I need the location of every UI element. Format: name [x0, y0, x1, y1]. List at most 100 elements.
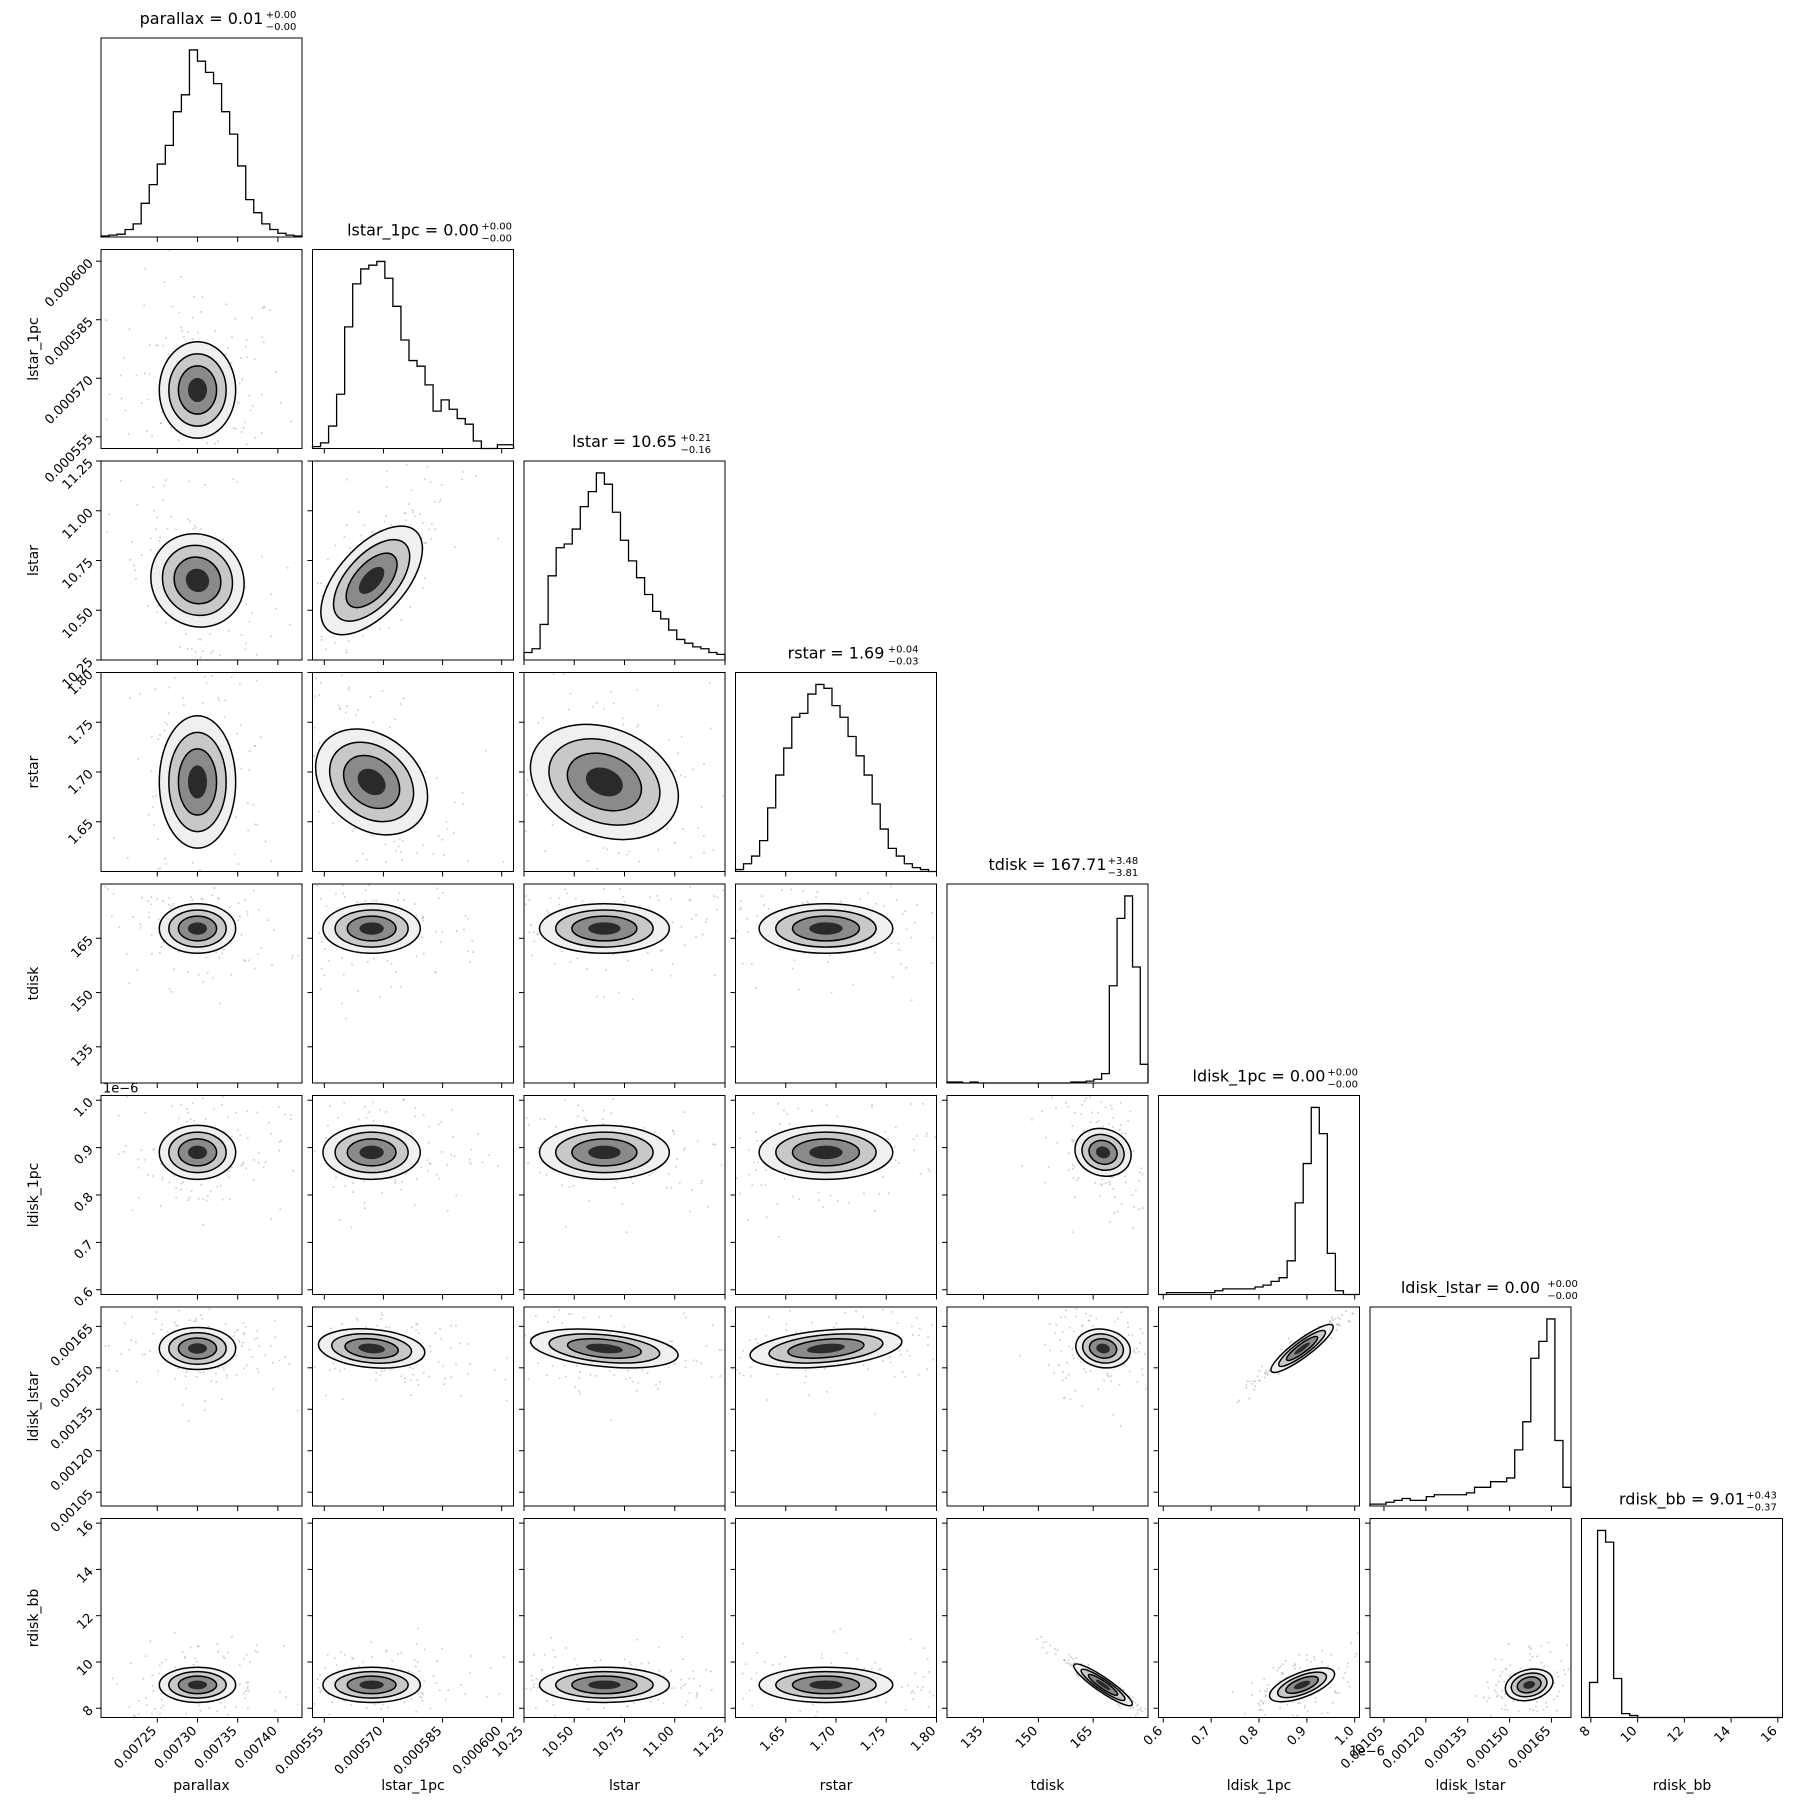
sample-point [202, 1370, 205, 1373]
sample-point [428, 1125, 431, 1128]
sample-point [105, 418, 108, 421]
sample-point [388, 726, 391, 729]
sample-point [135, 1380, 138, 1383]
sample-point [104, 1345, 107, 1348]
sample-point [679, 774, 682, 777]
sample-point [1019, 1354, 1022, 1357]
sample-point [242, 1367, 245, 1370]
sample-point [341, 884, 344, 887]
sample-point [833, 1630, 836, 1633]
x-tick-label: 0.000570 [332, 1724, 386, 1778]
sample-point [376, 1324, 379, 1327]
sample-point [551, 1364, 554, 1367]
sample-point [239, 724, 242, 727]
sample-point [1236, 1400, 1239, 1403]
sample-point [341, 1398, 344, 1401]
sample-point [1081, 1324, 1084, 1327]
y-axis-label-rstar: rstar [26, 755, 42, 788]
sample-point [181, 329, 184, 332]
sample-point [881, 1308, 884, 1311]
sample-point [549, 897, 552, 900]
sample-point [152, 486, 155, 489]
sample-point [1063, 1659, 1066, 1662]
sample-point [414, 1107, 417, 1110]
sample-point [400, 1651, 403, 1654]
sample-point [173, 1666, 176, 1669]
sample-point [1063, 1659, 1066, 1662]
sample-point [421, 844, 424, 847]
sample-point [885, 1701, 888, 1704]
sample-point [1330, 1653, 1333, 1656]
sample-point [1045, 1640, 1048, 1643]
sample-point [348, 686, 351, 689]
sample-point [459, 1394, 462, 1397]
sample-point [170, 515, 173, 518]
sample-point [536, 1146, 539, 1149]
sample-point [1070, 1656, 1073, 1659]
hist-step-lstar [523, 472, 726, 660]
sample-point [346, 705, 349, 708]
sample-point [899, 962, 902, 965]
sample-point [199, 1314, 202, 1317]
sample-point [1321, 1712, 1324, 1715]
sample-point [384, 843, 387, 846]
sample-point [220, 952, 223, 955]
sample-point [455, 1363, 458, 1366]
sample-point [236, 1129, 239, 1132]
sample-point [138, 692, 141, 695]
sample-point [767, 1315, 770, 1318]
sample-point [297, 954, 300, 957]
sample-point [160, 1698, 163, 1701]
sample-point [697, 827, 700, 830]
sample-point [230, 336, 233, 339]
sample-point [1056, 1648, 1059, 1651]
sample-point [385, 485, 388, 488]
density-panel-ldisk_1pc-vs-lstar_1pc [307, 1095, 514, 1300]
sample-point [318, 693, 321, 696]
sample-point [337, 704, 340, 707]
sample-point [464, 1693, 467, 1696]
panel-frame [735, 672, 937, 872]
sample-point [272, 1388, 275, 1391]
sample-point [1110, 1107, 1113, 1110]
sample-point [268, 309, 271, 312]
sample-point [400, 858, 403, 861]
sample-point [247, 1690, 250, 1693]
sample-point [776, 1202, 779, 1205]
sample-point [152, 1148, 155, 1151]
sample-point [905, 966, 908, 969]
sample-point [173, 1174, 176, 1177]
sample-point [312, 755, 315, 758]
sample-point [214, 1372, 217, 1375]
sample-point [684, 1359, 687, 1362]
sample-point [226, 1116, 229, 1119]
sample-point [826, 960, 829, 963]
sample-point [283, 1113, 286, 1116]
sample-point [558, 897, 561, 900]
sample-point [623, 1658, 626, 1661]
sample-point [536, 933, 539, 936]
sample-point [449, 1347, 452, 1350]
sample-point [1069, 1398, 1072, 1401]
sample-point [910, 1102, 913, 1105]
sample-point [242, 1692, 245, 1695]
sample-point [1278, 1372, 1281, 1375]
sample-point [533, 1653, 536, 1656]
sample-point [341, 674, 344, 677]
sample-point [395, 849, 398, 852]
sample-point [575, 1364, 578, 1367]
sample-point [529, 1688, 532, 1691]
sample-point [1298, 1666, 1301, 1669]
sample-point [895, 899, 898, 902]
sample-point [1493, 1689, 1496, 1692]
sample-point [710, 1670, 713, 1673]
sample-point [160, 945, 163, 948]
sample-point [898, 1349, 901, 1352]
sample-point [1053, 1372, 1056, 1375]
sample-point [233, 853, 236, 856]
sample-point [160, 1323, 163, 1326]
contour-level [187, 1343, 208, 1354]
sample-point [1089, 1314, 1092, 1317]
x-axis-label-ldisk_lstar: ldisk_lstar [1435, 1778, 1505, 1794]
